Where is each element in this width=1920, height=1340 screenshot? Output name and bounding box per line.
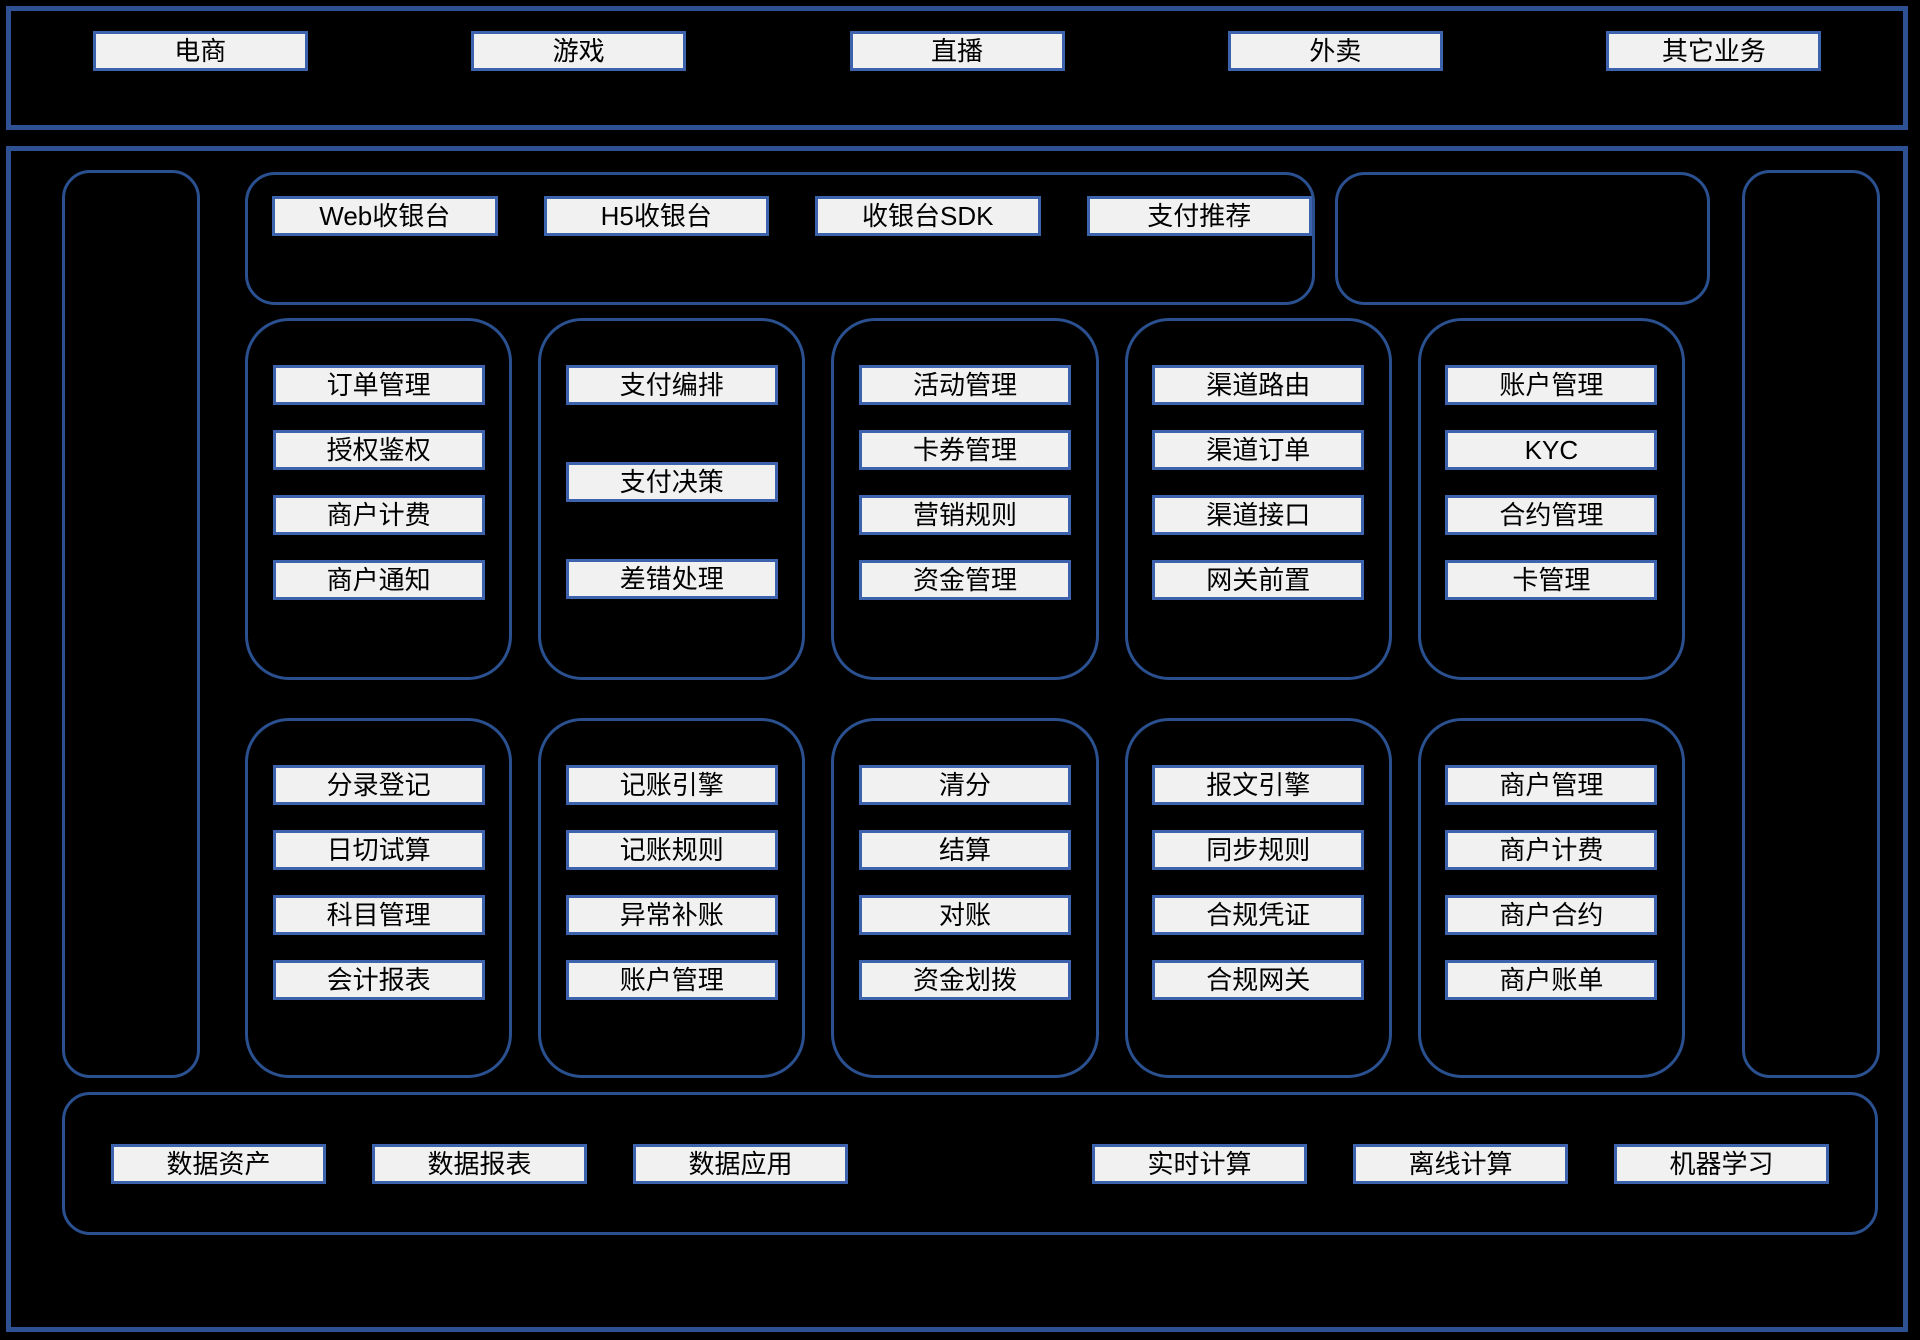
module-box: KYC [1445, 430, 1658, 470]
group-order-services: 订单管理 授权鉴权 商户计费 商户通知 [245, 318, 513, 680]
machine-learning-box: 机器学习 [1614, 1143, 1829, 1184]
module-box: 渠道接口 [1152, 495, 1365, 535]
module-box: 商户管理 [1445, 765, 1658, 805]
module-box: 商户计费 [1445, 830, 1658, 870]
accounting-row: 分录登记 日切试算 科目管理 会计报表 记账引擎 记账规则 异常补账 账户管理 … [245, 718, 1686, 1078]
business-cell: 电商 [11, 11, 389, 125]
module-box: 活动管理 [859, 365, 1071, 405]
module-box: 结算 [859, 830, 1071, 870]
group-payment-orchestration: 支付编排 支付决策 差错处理 [538, 318, 806, 680]
module-box: 对账 [859, 895, 1071, 935]
group-clearing-settlement: 清分 结算 对账 资金划拨 [831, 718, 1099, 1078]
group-marketing: 活动管理 卡券管理 营销规则 资金管理 [831, 318, 1099, 680]
module-box: 报文引擎 [1152, 765, 1365, 805]
business-box-ecommerce: 电商 [92, 31, 308, 71]
module-box: 商户合约 [1445, 895, 1658, 935]
module-box: 订单管理 [272, 365, 485, 405]
cashier-box-sdk: 收银台SDK [815, 196, 1041, 236]
reserved-empty-panel [1335, 172, 1710, 305]
module-box: 记账引擎 [565, 765, 778, 805]
module-box: 账户管理 [1445, 365, 1658, 405]
module-box: 差错处理 [565, 559, 778, 599]
data-products-group: 数据资产 数据报表 数据应用 [111, 1143, 848, 1184]
module-box: 合规凭证 [1152, 895, 1365, 935]
module-box: 商户账单 [1445, 960, 1658, 1000]
module-box: 渠道路由 [1152, 365, 1365, 405]
cashier-box-h5: H5收银台 [543, 196, 769, 236]
platform-panel: Web收银台 H5收银台 收银台SDK 支付推荐 订单管理 授权鉴权 商户计费 … [6, 146, 1908, 1332]
module-box: 同步规则 [1152, 830, 1365, 870]
module-box: 清分 [859, 765, 1071, 805]
business-box-other: 其它业务 [1606, 31, 1822, 71]
module-box: 卡券管理 [859, 430, 1071, 470]
data-report-box: 数据报表 [372, 1143, 587, 1184]
module-box: 资金划拨 [859, 960, 1071, 1000]
business-cell: 直播 [768, 11, 1146, 125]
group-merchant: 商户管理 商户计费 商户合约 商户账单 [1417, 718, 1686, 1078]
business-cell: 外卖 [1146, 11, 1524, 125]
data-app-box: 数据应用 [633, 1143, 848, 1184]
data-asset-box: 数据资产 [111, 1143, 326, 1184]
group-account: 账户管理 KYC 合约管理 卡管理 [1417, 318, 1686, 680]
module-box: 网关前置 [1152, 560, 1365, 600]
module-box: 日切试算 [272, 830, 485, 870]
module-box: 支付编排 [565, 365, 778, 405]
business-box-livestream: 直播 [849, 31, 1065, 71]
payment-core-row: 订单管理 授权鉴权 商户计费 商户通知 支付编排 支付决策 差错处理 活动管理 … [245, 318, 1686, 680]
module-box: 合规网关 [1152, 960, 1365, 1000]
business-box-food-delivery: 外卖 [1227, 31, 1443, 71]
module-box: 资金管理 [859, 560, 1071, 600]
module-box: 授权鉴权 [272, 430, 485, 470]
group-bookkeeping: 记账引擎 记账规则 异常补账 账户管理 [538, 718, 806, 1078]
business-cell: 其它业务 [1525, 11, 1903, 125]
module-box: 异常补账 [565, 895, 778, 935]
module-box: 科目管理 [272, 895, 485, 935]
business-cell: 游戏 [389, 11, 767, 125]
left-side-panel [62, 170, 200, 1078]
module-box: 账户管理 [565, 960, 778, 1000]
module-box: 商户通知 [272, 560, 485, 600]
group-compliance: 报文引擎 同步规则 合规凭证 合规网关 [1124, 718, 1392, 1078]
group-channel: 渠道路由 渠道订单 渠道接口 网关前置 [1124, 318, 1392, 680]
module-box: 渠道订单 [1152, 430, 1365, 470]
data-compute-group: 实时计算 离线计算 机器学习 [1092, 1143, 1829, 1184]
realtime-compute-box: 实时计算 [1092, 1143, 1307, 1184]
module-box: 记账规则 [565, 830, 778, 870]
cashier-box-recommend: 支付推荐 [1086, 196, 1312, 236]
business-box-gaming: 游戏 [471, 31, 687, 71]
module-box: 营销规则 [859, 495, 1071, 535]
module-box: 支付决策 [565, 462, 778, 502]
module-box: 分录登记 [272, 765, 485, 805]
business-layer-bar: 电商 游戏 直播 外卖 其它业务 [6, 6, 1908, 130]
cashier-box-web: Web收银台 [272, 196, 498, 236]
module-box: 商户计费 [272, 495, 485, 535]
data-platform-bar: 数据资产 数据报表 数据应用 实时计算 离线计算 机器学习 [62, 1092, 1878, 1235]
group-ledger-entry: 分录登记 日切试算 科目管理 会计报表 [245, 718, 513, 1078]
offline-compute-box: 离线计算 [1353, 1143, 1568, 1184]
module-box: 合约管理 [1445, 495, 1658, 535]
module-box: 会计报表 [272, 960, 485, 1000]
cashier-panel: Web收银台 H5收银台 收银台SDK 支付推荐 [245, 172, 1315, 305]
right-side-panel [1742, 170, 1880, 1078]
module-box: 卡管理 [1445, 560, 1658, 600]
